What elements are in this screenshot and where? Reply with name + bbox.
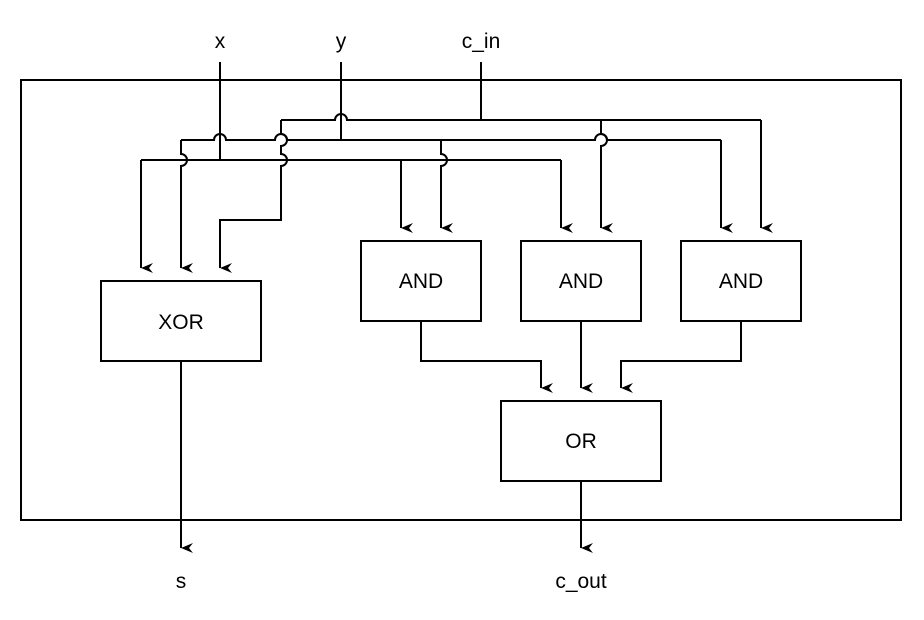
- output-s-label: s: [176, 570, 187, 593]
- xor-gate: XOR: [100, 280, 262, 362]
- input-y-label: y: [336, 30, 347, 53]
- input-x-label: x: [215, 30, 226, 53]
- x-wires: [140, 62, 573, 273]
- or-gate: OR: [500, 400, 662, 482]
- xor-gate-label: XOR: [158, 311, 204, 334]
- and-gate-1: AND: [360, 240, 482, 322]
- output-cout-label: c_out: [555, 570, 607, 593]
- and-gate-3: AND: [680, 240, 802, 322]
- circuit-boundary: [20, 79, 902, 521]
- and-to-or-wires: [420, 321, 742, 393]
- output-wires: [180, 361, 593, 553]
- and-gate-3-label: AND: [719, 270, 763, 293]
- and-gate-2: AND: [520, 240, 642, 322]
- and-gate-1-label: AND: [399, 270, 443, 293]
- or-gate-label: OR: [565, 430, 597, 453]
- input-cin-label: c_in: [462, 30, 501, 53]
- y-wires: [180, 62, 733, 273]
- and-gate-2-label: AND: [559, 270, 603, 293]
- c-in-wires: [219, 62, 773, 273]
